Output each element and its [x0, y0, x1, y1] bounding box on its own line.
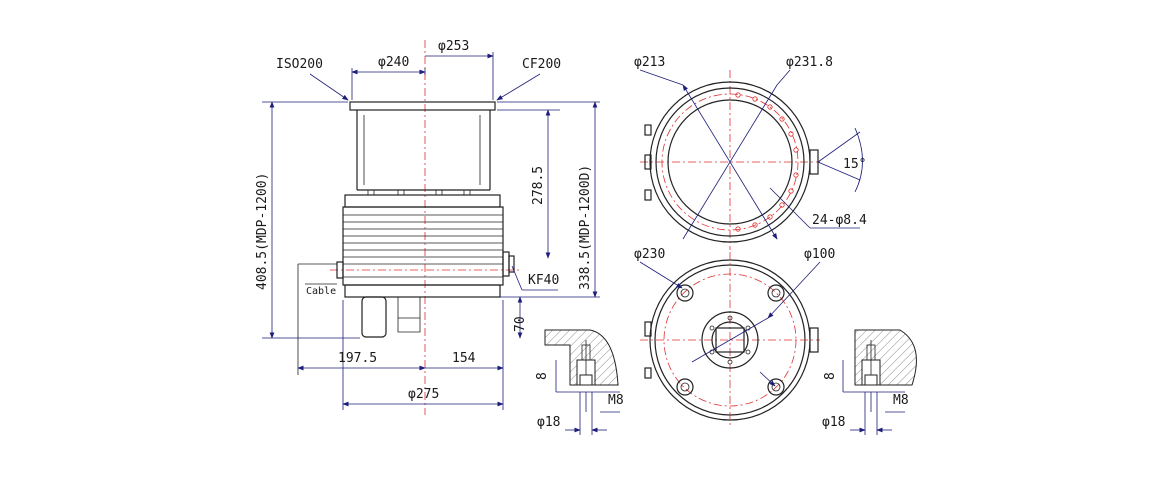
kf40-port: [502, 251, 510, 277]
dim-top-angle: 15°: [843, 157, 866, 172]
upper-housing: [356, 110, 491, 191]
detail-left-thread: M8: [608, 393, 624, 408]
cable-connector: [336, 261, 344, 279]
bottom-bracket: [397, 297, 421, 333]
dim-top-inner: φ213: [634, 55, 665, 70]
base-plate: [344, 284, 501, 298]
label-cf200: CF200: [522, 57, 561, 72]
detail-left: 8 M8 φ18: [535, 329, 624, 435]
dim-base-dia: φ275: [408, 387, 439, 402]
dim-left-offset: 197.5: [338, 351, 377, 366]
detail-right: 8 M8 φ18: [822, 329, 917, 435]
detail-right-depth: 8: [823, 372, 838, 380]
dim-phi240: φ240: [378, 55, 409, 70]
fin-body: [342, 206, 504, 286]
dim-right-offset: 154: [452, 351, 476, 366]
top-view: φ213 φ231.8 15° 24-φ8.4: [634, 55, 867, 250]
detail-right-thread: M8: [893, 393, 909, 408]
side-view: φ240 φ253 ISO200 CF200 408.5(MDP-1200) 2…: [255, 39, 600, 415]
detail-left-bolt-head: [579, 374, 593, 386]
mid-flange: [344, 194, 501, 208]
mounting-bosses: [676, 284, 785, 396]
detail-left-depth: 8: [535, 372, 550, 380]
label-kf40: KF40: [528, 273, 559, 288]
bottom-center-hub: [701, 311, 759, 369]
dim-height-total: 408.5(MDP-1200): [255, 173, 270, 290]
dim-height-body: 278.5: [531, 166, 546, 205]
label-iso200: ISO200: [276, 57, 323, 72]
label-cable: Cable: [306, 286, 336, 297]
cooling-fins: [343, 214, 503, 278]
detail-right-bolt-head: [864, 374, 878, 386]
dim-top-holes: 24-φ8.4: [812, 213, 867, 228]
detail-left-dia: φ18: [537, 415, 560, 430]
top-flange: [349, 101, 496, 111]
bottom-view: φ230 φ100: [634, 247, 835, 425]
dim-bottom-outer: φ230: [634, 247, 665, 262]
dim-height-alt: 338.5(MDP-1200D): [578, 165, 593, 290]
dim-bottom-height: 70: [513, 316, 528, 332]
bottom-housing: [361, 296, 387, 338]
detail-right-dia: φ18: [822, 415, 845, 430]
stud-row: [367, 189, 471, 196]
dim-phi253: φ253: [438, 39, 469, 54]
dim-top-bolt-circle: φ231.8: [786, 55, 833, 70]
dim-bottom-center: φ100: [804, 247, 835, 262]
